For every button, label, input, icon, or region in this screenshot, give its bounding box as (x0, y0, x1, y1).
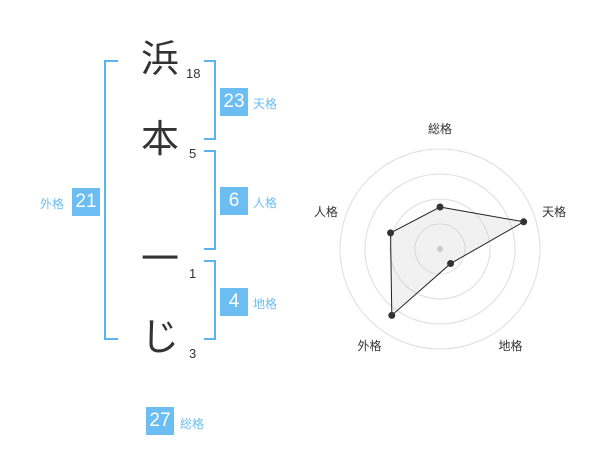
jinkaku-bracket (204, 150, 216, 250)
radar-ring (389, 198, 491, 300)
name-char-4: じ (141, 315, 180, 359)
tenkaku-bracket (204, 60, 216, 140)
radar-point-4 (388, 311, 396, 319)
radar-axis-label-5: 人格 (314, 204, 338, 219)
gaikaku-label: 外格 (40, 197, 65, 211)
radar-series-shape (390, 206, 526, 317)
radar-ring (339, 148, 541, 350)
radar-axis-label-4: 外格 (357, 338, 381, 353)
name-char-2: 本 (141, 117, 180, 161)
name-char-3: 一 (141, 237, 180, 281)
radar-axis-label-3: 地格 (499, 338, 523, 353)
chikaku-label: 地格 (253, 297, 278, 311)
radar-axis-label-2: 天格 (542, 204, 566, 219)
soukaku-value: 27 (146, 407, 174, 435)
radar-ring (364, 173, 516, 325)
stroke-count-4: 3 (189, 346, 197, 361)
soukaku-label: 総格 (180, 417, 205, 431)
radar-point-3 (447, 260, 455, 268)
radar-point-1 (436, 203, 444, 211)
stroke-count-2: 5 (189, 146, 197, 161)
tenkaku-label: 天格 (253, 97, 278, 111)
stroke-count-3: 1 (189, 266, 197, 281)
chikaku-value: 4 (220, 288, 248, 316)
chikaku-bracket (204, 260, 216, 340)
jinkaku-value: 6 (220, 187, 248, 215)
radar-ring (414, 223, 466, 275)
tenkaku-value: 23 (220, 88, 248, 116)
radar-point-5 (387, 229, 395, 237)
radar-center (437, 246, 443, 252)
radar-axis-label-1: 総格 (428, 121, 452, 136)
jinkaku-label: 人格 (253, 196, 278, 210)
radar-point-2 (520, 218, 528, 226)
gaikaku-bracket (104, 60, 118, 340)
stroke-count-1: 18 (186, 66, 201, 81)
gaikaku-value: 21 (72, 188, 100, 216)
name-char-1: 浜 (141, 37, 180, 81)
